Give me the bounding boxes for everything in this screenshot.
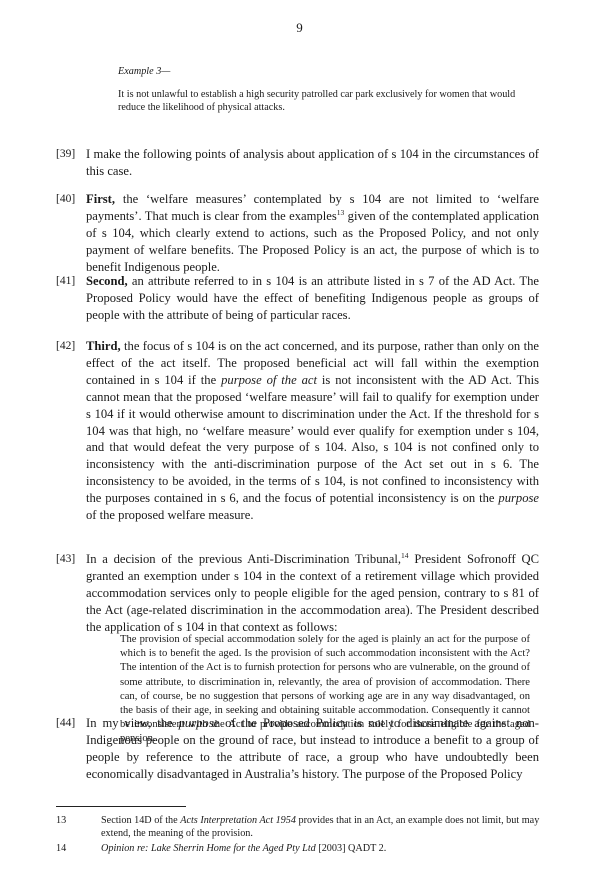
paragraph-number: [39]: [56, 148, 76, 160]
paragraph-44: In my view, the purpose of the Proposed …: [86, 716, 539, 781]
paragraph-43: In a decision of the previous Anti-Discr…: [86, 550, 539, 634]
footnote-ref-13[interactable]: 13: [336, 207, 345, 217]
block-quote: The provision of special accommodation s…: [120, 634, 530, 745]
footnote-separator: [56, 806, 186, 807]
footnote-ref-14[interactable]: 14: [401, 550, 409, 560]
paragraph-number: [44]: [56, 717, 76, 729]
page-number: 9: [296, 20, 303, 35]
example-text: It is not unlawful to establish a high s…: [118, 88, 516, 114]
paragraph-number: [43]: [56, 553, 76, 565]
paragraph-41: Second, an attribute referred to in s 10…: [86, 274, 539, 322]
paragraph-number: [40]: [56, 193, 76, 205]
paragraph-42: Third, the focus of s 104 is on the act …: [86, 339, 540, 523]
paragraph-number: [42]: [56, 340, 76, 352]
example-label: Example 3—: [118, 66, 171, 77]
paragraph-number: [41]: [56, 275, 76, 287]
paragraph-40: First, the ‘welfare measures’ contemplat…: [86, 192, 540, 274]
paragraph-39: I make the following points of analysis …: [86, 147, 539, 178]
example-block: Example 3— It is not unlawful to establi…: [118, 65, 538, 115]
